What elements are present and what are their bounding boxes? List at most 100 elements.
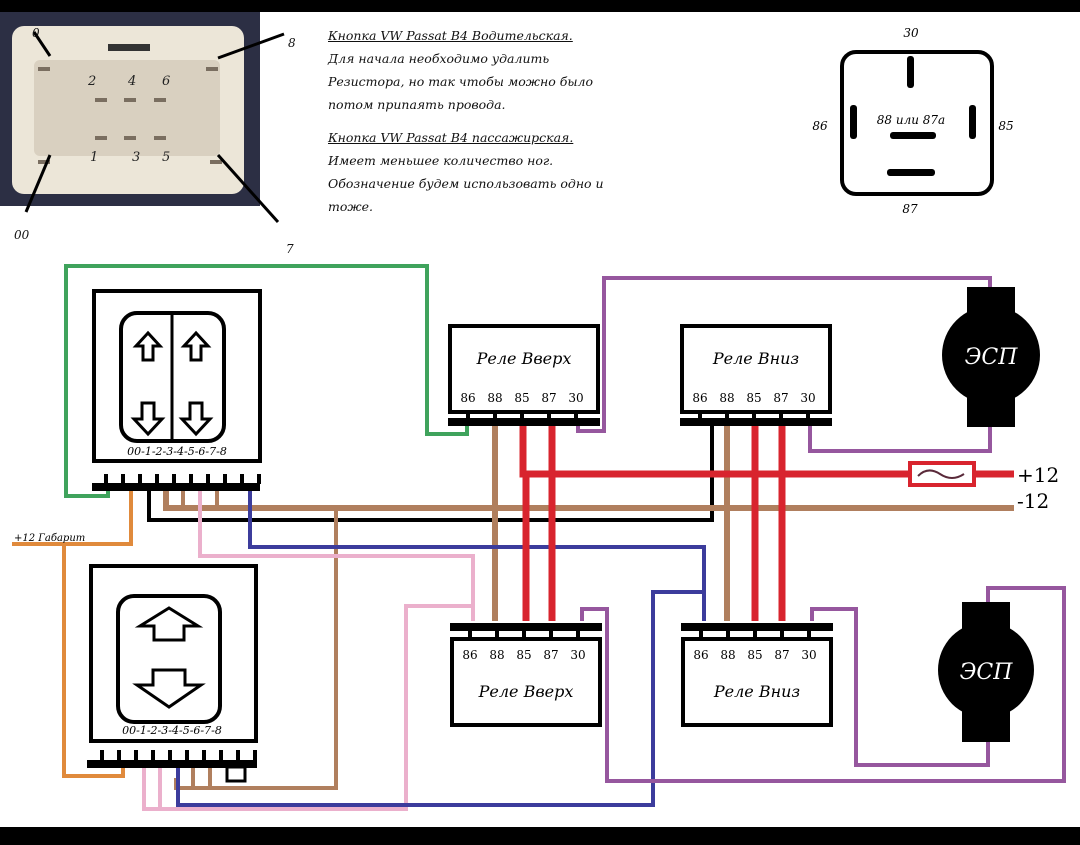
up-arrow-icon <box>134 606 204 642</box>
relay-pin-tab <box>576 631 580 639</box>
up-arrow-icon <box>132 330 164 362</box>
relay-pin-tab <box>466 412 470 420</box>
switch-pin <box>240 474 244 484</box>
relay-pin-label: 88 <box>720 648 735 662</box>
connector-latch-slot <box>108 44 150 51</box>
relay-pin-label: 30 <box>570 648 585 662</box>
callout-line <box>24 154 52 213</box>
relay-pin-tab <box>753 631 757 639</box>
notes-block: Кнопка VW Passat B4 Водительская. Для на… <box>328 24 658 218</box>
pin <box>95 98 107 102</box>
schematic: 30 86 85 87 88 или 87а 00-1-2-3-4-5-6-7-… <box>12 26 1066 811</box>
pin <box>154 136 166 140</box>
pin-label: 2 <box>88 74 97 89</box>
relay-pin-tab <box>522 631 526 639</box>
pinout-label-85: 85 <box>998 119 1013 133</box>
connector-callout-lines <box>24 31 285 224</box>
passenger-switch: 00-1-2-3-4-5-6-7-8 <box>87 564 258 783</box>
pin-label: 6 <box>162 74 171 89</box>
pin <box>206 67 218 71</box>
wire-green <box>64 264 469 498</box>
driver-switch: 00-1-2-3-4-5-6-7-8 <box>92 289 262 491</box>
relay-label: Реле Вниз <box>712 349 799 368</box>
fuse-element <box>917 469 965 479</box>
relay-pin-label: 85 <box>514 391 529 405</box>
switch-pin <box>121 474 125 484</box>
note-line: Резистора, но так чтобы можно было <box>328 74 593 89</box>
pin <box>124 98 136 102</box>
relay-label: Реле Вверх <box>476 349 572 368</box>
motor-1: ЭСП <box>942 287 1040 427</box>
wiring-diagram: 2 4 6 1 3 5 0 8 00 7 Кнопка VW Passat B4… <box>0 12 1080 827</box>
relay-outline <box>840 50 994 196</box>
switch-pin <box>138 474 142 484</box>
switch-pin <box>100 750 104 760</box>
relay-pin-tab <box>574 412 578 420</box>
down-arrow-icon <box>132 668 206 709</box>
passenger-switch-tab <box>225 765 247 783</box>
driver-pin-labels: 00-1-2-3-4-5-6-7-8 <box>127 445 227 458</box>
pin <box>154 98 166 102</box>
pinout-label-87: 87 <box>902 202 918 216</box>
relay-pin-tab <box>806 412 810 420</box>
wire-pink <box>142 604 473 811</box>
switch-pin <box>236 750 240 760</box>
callout-line <box>216 153 280 224</box>
pin-label: 4 <box>128 74 137 89</box>
note-line: потом припаять провода. <box>328 97 506 112</box>
switch-pin <box>172 474 176 484</box>
relay-pin-tab <box>725 412 729 420</box>
switch-pin <box>219 750 223 760</box>
down-arrow-icon <box>178 401 214 437</box>
switch-pin <box>206 474 210 484</box>
switch-pin <box>151 750 155 760</box>
wires <box>12 264 1066 811</box>
wire-orange <box>12 491 133 546</box>
relay-pin-tab <box>549 631 553 639</box>
relay-pin-label: 86 <box>460 391 475 405</box>
motor-label: ЭСП <box>960 660 1014 685</box>
wire-purple <box>810 607 990 767</box>
pinout-label-86: 86 <box>812 119 828 133</box>
switch-pin <box>253 750 257 760</box>
pin <box>210 160 222 164</box>
relay-pin-label: 86 <box>692 391 707 405</box>
note-line: тоже. <box>328 199 373 214</box>
relay-connector-bar <box>681 623 833 631</box>
switch-pin <box>117 750 121 760</box>
relay-pin-label: 85 <box>516 648 531 662</box>
connector-pin-area <box>34 60 220 156</box>
callout-label: 0 <box>32 26 40 40</box>
relay-connector-bar <box>448 418 600 426</box>
relay-body <box>448 324 600 414</box>
wire-blue <box>248 491 706 621</box>
pin-86-blade <box>850 105 857 139</box>
relay-label: Реле Вниз <box>713 682 800 701</box>
fuse-icon <box>908 461 976 487</box>
relay-pin-tab <box>807 631 811 639</box>
relay-pin-label: 88 <box>489 648 504 662</box>
relay-pinout-reference: 30 86 85 87 88 или 87а <box>812 26 1013 216</box>
relay-pin-label: 87 <box>773 391 788 405</box>
connector-photo: 2 4 6 1 3 5 <box>0 12 260 206</box>
relay-connector-bar <box>680 418 832 426</box>
passenger-pin-labels: 00-1-2-3-4-5-6-7-8 <box>122 724 222 737</box>
switch-pin <box>104 474 108 484</box>
wire-purple <box>808 420 992 453</box>
relay-pin-label: 85 <box>747 648 762 662</box>
pin-label: 5 <box>162 150 171 165</box>
callout-label: 8 <box>288 36 296 50</box>
relay-pin-tab <box>495 631 499 639</box>
pin <box>38 67 50 71</box>
motor-housing <box>938 622 1034 718</box>
pin <box>95 136 107 140</box>
switch-pin <box>168 750 172 760</box>
motor-label: ЭСП <box>965 345 1019 370</box>
note-line: Обозначение будем использовать одно и <box>328 176 604 191</box>
relay-pin-tab <box>779 412 783 420</box>
down-arrow-icon <box>130 401 166 437</box>
note-line: Для начала необходимо удалить <box>328 51 550 66</box>
